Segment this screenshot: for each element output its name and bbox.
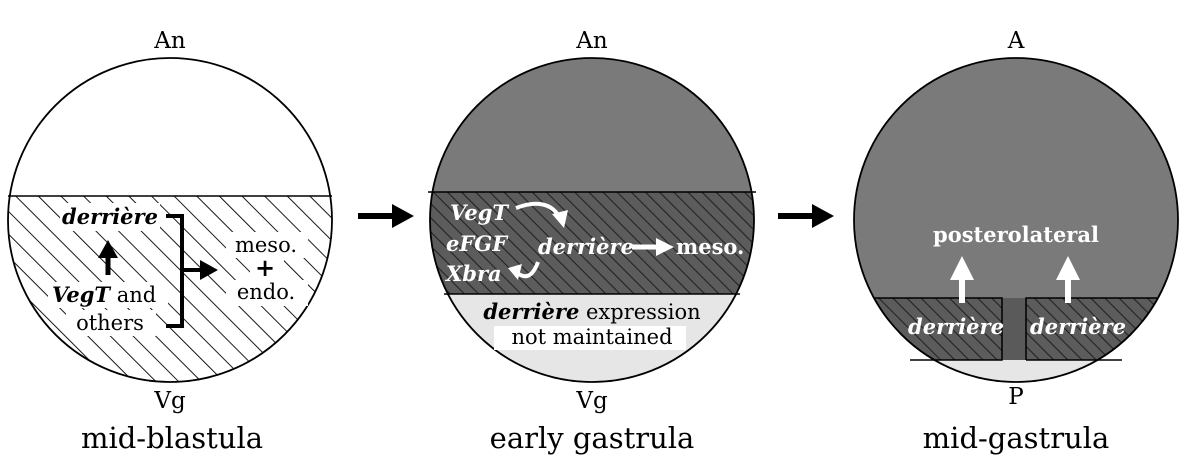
- panel-mid-blastula: An derrière VegT and others meso. + endo…: [7, 28, 333, 455]
- derriere-label-box: [60, 203, 160, 231]
- curved-arrow-top-icon: [552, 210, 568, 228]
- vegt-label-box: [48, 282, 168, 308]
- vegt-label: VegT: [450, 200, 509, 225]
- meso-label-box: [226, 232, 308, 258]
- stage-title: mid-gastrula: [923, 421, 1110, 455]
- vegetal-pole-label: Vg: [153, 388, 186, 414]
- left-up-arrow-icon: [950, 256, 974, 280]
- stage-title: mid-blastula: [81, 421, 263, 455]
- anterior-label: A: [1007, 28, 1025, 54]
- posterior-label: P: [1008, 384, 1023, 410]
- panel-mid-gastrula: A posterolateral derrière derrière P mid…: [853, 28, 1179, 455]
- animal-pole-label: An: [153, 28, 186, 54]
- transition-arrow-2: [778, 204, 834, 228]
- region-boundaries: [875, 297, 1157, 361]
- note-derriere: derrière: [483, 299, 579, 324]
- arrow-icon: [812, 204, 834, 228]
- embryo-outline: [853, 57, 1179, 383]
- others-label: others: [76, 311, 144, 335]
- note-expression: expression: [579, 300, 700, 324]
- endo-label: endo.: [237, 280, 295, 304]
- meso-arrow-icon: [656, 238, 674, 256]
- posterolateral-label: posterolateral: [933, 222, 1099, 247]
- right-up-arrow-icon: [1056, 256, 1080, 280]
- plus-label: +: [255, 253, 275, 282]
- arrow-icon: [392, 204, 414, 228]
- animal-region: [8, 58, 332, 196]
- derriere-left-label: derrière: [908, 314, 1004, 339]
- note-line1: derrière expression: [483, 299, 700, 324]
- panel-early-gastrula: An VegT eFGF Xbra derrière meso. derrièr…: [428, 28, 756, 455]
- efgf-label: eFGF: [446, 231, 509, 256]
- derriere-label: derrière: [62, 204, 158, 229]
- plus-label-box: [250, 258, 284, 280]
- derriere-label: derrière: [538, 234, 634, 259]
- vegt-label: VegT: [52, 282, 111, 307]
- embryo-outline: [7, 57, 333, 383]
- endo-label-box: [226, 280, 308, 306]
- marginal-hatched-region: [430, 192, 754, 294]
- xbra-label: Xbra: [444, 261, 502, 286]
- vegt-others-line1: VegT and: [52, 282, 156, 307]
- embryo-outline: [429, 57, 755, 383]
- midline-region: [1002, 298, 1026, 360]
- right-arrow-icon: [200, 260, 218, 280]
- stage-title: early gastrula: [490, 421, 695, 455]
- vegetal-pole-label: Vg: [575, 388, 608, 414]
- note-label-box: [494, 326, 686, 350]
- animal-pole-label: An: [575, 28, 608, 54]
- others-label-box: [66, 310, 156, 336]
- and-label: and: [110, 283, 156, 307]
- meso-label: meso.: [676, 234, 744, 259]
- curved-arrow-bottom-icon: [508, 264, 522, 280]
- meso-label: meso.: [235, 233, 297, 257]
- up-arrow-icon: [98, 240, 118, 258]
- animal-gray-region: [430, 58, 754, 192]
- transition-arrow-1: [358, 204, 414, 228]
- note-line2: not maintained: [511, 325, 672, 349]
- derriere-right-label: derrière: [1030, 314, 1126, 339]
